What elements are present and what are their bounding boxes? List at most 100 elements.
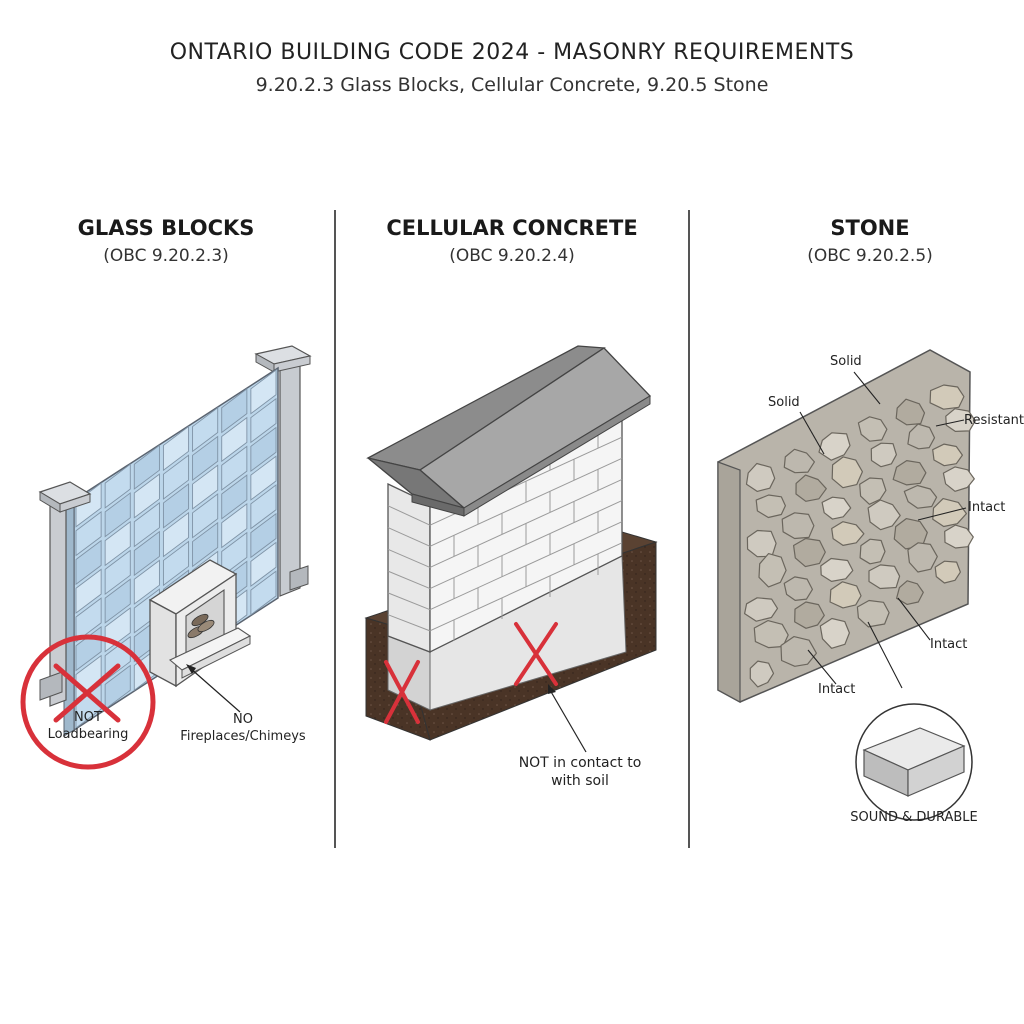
- glass-block: [75, 568, 102, 614]
- stone-callout-lines: [799, 371, 967, 689]
- glass-block: [133, 444, 160, 490]
- glass-block: [162, 511, 190, 558]
- stone: [758, 552, 787, 588]
- stone: [743, 597, 779, 622]
- glass-block: [221, 474, 248, 520]
- stone: [867, 499, 901, 531]
- stone: [907, 542, 938, 573]
- glass-block: [133, 559, 160, 605]
- glass-block: [192, 521, 219, 568]
- stone: [868, 564, 901, 590]
- glass-block: [104, 463, 131, 509]
- stone: [942, 466, 975, 492]
- stone: [856, 599, 890, 628]
- glass-block: [250, 512, 277, 559]
- stone: [818, 432, 851, 461]
- stone: [870, 442, 898, 468]
- block-joint: [387, 570, 431, 590]
- glass-blocks-code: (OBC 9.20.2.3): [103, 246, 229, 266]
- stone: [892, 460, 927, 486]
- stone: [783, 576, 814, 602]
- block-joint: [387, 592, 431, 611]
- block-joint: [387, 614, 431, 632]
- glass-block: [104, 664, 131, 711]
- not-loadbearing-line2: Loadbearing: [47, 726, 129, 742]
- glass-block: [250, 369, 277, 415]
- stone: [795, 474, 827, 502]
- stone: [780, 635, 818, 667]
- glass-block: [221, 416, 248, 463]
- glass-block: [250, 484, 277, 530]
- glass-block: [250, 570, 277, 616]
- divider-left: [334, 210, 336, 848]
- glass-block: [162, 425, 190, 472]
- cellular-concrete-wall: [364, 345, 658, 753]
- not-loadbearing-line1: NOT: [74, 710, 102, 725]
- stone-label-resistant: Resistant: [964, 413, 1024, 428]
- glass-block: [75, 597, 102, 643]
- glass-block: [250, 541, 277, 588]
- stone: [792, 537, 826, 568]
- glass-block: [192, 493, 219, 539]
- block-joint: [387, 505, 431, 526]
- sound-durable-icon: [855, 703, 973, 821]
- stone: [820, 557, 854, 583]
- soil-contact-line1: NOT in contact to: [518, 755, 642, 771]
- sound-durable-label: SOUND & DURABLE: [850, 810, 978, 825]
- stone: [932, 443, 964, 467]
- stone: [934, 560, 962, 584]
- no-fireplaces-line1: NO: [233, 712, 253, 727]
- glass-block: [75, 510, 102, 557]
- glass-block: [221, 387, 248, 434]
- glass-block: [133, 502, 160, 548]
- glass-block: [75, 482, 102, 528]
- divider-right: [688, 210, 690, 848]
- glass-block: [104, 578, 131, 624]
- soil-contact-label: NOT in contact to with soil: [500, 754, 660, 790]
- stone: [745, 462, 776, 492]
- stone: [907, 423, 936, 450]
- stone: [746, 529, 777, 558]
- stone: [819, 617, 851, 649]
- glass-block: [162, 540, 190, 587]
- stone: [794, 601, 825, 629]
- stone: [829, 581, 862, 609]
- stone: [755, 494, 787, 519]
- stone: [945, 408, 976, 432]
- glass-block: [192, 406, 219, 453]
- soil-callout-arrow: [548, 684, 587, 753]
- stone: [857, 416, 888, 442]
- stone: [895, 580, 924, 606]
- stone: [783, 448, 816, 474]
- concrete-block-joints: [387, 427, 623, 641]
- fireplace-icon: [148, 559, 252, 688]
- glass-block: [250, 426, 277, 473]
- not-loadbearing-label: NOT Loadbearing: [36, 710, 140, 744]
- stone-label-intact-1: Intact: [968, 500, 1006, 515]
- stone-label-solid-left: Solid: [768, 395, 800, 410]
- stone: [781, 512, 815, 540]
- glass-block: [250, 397, 277, 444]
- stone-title: STONE: [830, 216, 910, 240]
- stone: [903, 484, 938, 509]
- glass-block: [75, 539, 102, 586]
- cellular-concrete-title: CELLULAR CONCRETE: [386, 216, 638, 240]
- glass-block: [104, 520, 131, 567]
- cellular-concrete-code: (OBC 9.20.2.4): [449, 246, 575, 266]
- stone-label-intact-3: Intact: [818, 682, 856, 697]
- glass-block: [104, 492, 131, 538]
- block-joint: [387, 527, 431, 547]
- stone: [859, 538, 886, 565]
- not-loadbearing-prohibition-icon: [20, 634, 156, 770]
- glass-blocks-title: GLASS BLOCKS: [77, 216, 255, 240]
- fireplace-callout-arrow: [186, 664, 241, 713]
- stone-label-intact-2: Intact: [930, 637, 968, 652]
- soil-contact-prohibition-icon: [384, 622, 558, 724]
- block-joint: [387, 548, 431, 568]
- stone: [831, 521, 865, 547]
- no-fireplaces-label: NO Fireplaces/Chimeys: [160, 712, 326, 746]
- glass-block: [192, 435, 219, 481]
- glass-block: [221, 502, 248, 549]
- stone-wall: [717, 349, 976, 704]
